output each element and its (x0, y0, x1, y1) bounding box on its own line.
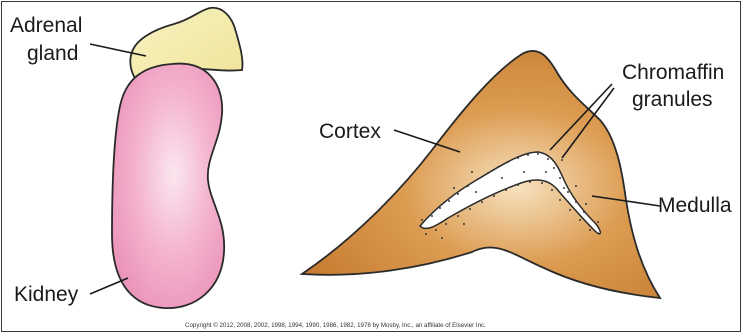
medulla-label: Medulla (658, 194, 732, 217)
cortex-shape (302, 51, 660, 298)
adrenal-kidney-diagram: Adrenal gland Kidney Cortex Chromaffin g… (2, 2, 740, 331)
chromaffin-label-line2: granules (632, 88, 713, 111)
kidney-leader-line (90, 278, 128, 294)
adrenal-label-line1: Adrenal (10, 14, 82, 37)
kidney-label: Kidney (14, 283, 79, 306)
copyright-text: Copyright © 2012, 2008, 2002, 1998, 1994… (185, 322, 486, 329)
chromaffin-label-line1: Chromaffin (622, 61, 724, 84)
adrenal-label-line2: gland (27, 42, 78, 65)
cortex-label: Cortex (319, 120, 381, 143)
kidney-shape (112, 64, 224, 309)
